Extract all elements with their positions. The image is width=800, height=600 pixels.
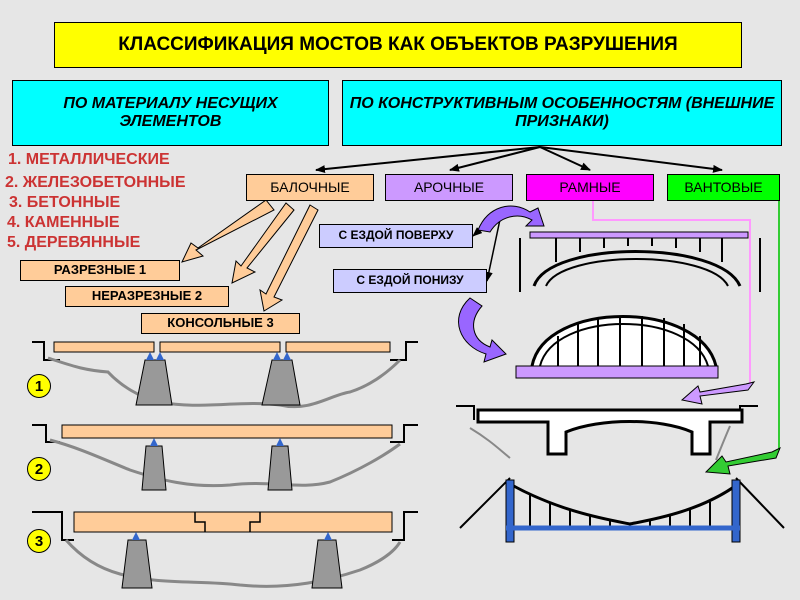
material-item-reinforced-concrete: 2. ЖЕЛЕЗОБЕТОННЫЕ	[5, 174, 186, 191]
type-arch: АРОЧНЫЕ	[385, 174, 513, 201]
type-frame: РАМНЫЕ	[526, 174, 654, 201]
bridge-diagram-3	[32, 511, 418, 589]
material-item-concrete: 3. БЕТОННЫЕ	[9, 194, 121, 211]
frame-bridge	[456, 405, 758, 461]
beam-to-subtype-arrows	[181, 199, 319, 312]
deck-position-bottom: С ЕЗДОЙ ПОНИЗУ	[333, 269, 487, 293]
material-item-wood: 5. ДЕРЕВЯННЫЕ	[7, 234, 141, 251]
arch-bottom-deck-bridge	[515, 315, 719, 379]
diagram-number-1: 1	[27, 374, 51, 398]
type-beam: БАЛОЧНЫЕ	[246, 174, 374, 201]
beam-subtype-continuous: НЕРАЗРЕЗНЫЕ 2	[65, 286, 229, 307]
page-title: КЛАССИФИКАЦИЯ МОСТОВ КАК ОБЪЕКТОВ РАЗРУШ…	[54, 22, 742, 68]
bridge-diagram-1	[32, 341, 418, 409]
cable-link-arrow	[704, 201, 781, 475]
diagram-number-2: 2	[27, 457, 51, 481]
material-item-stone: 4. КАМЕННЫЕ	[7, 214, 120, 231]
beam-subtype-cantilever: КОНСОЛЬНЫЕ 3	[141, 313, 300, 334]
arch-top-deck-bridge	[519, 231, 761, 292]
material-header: ПО МАТЕРИАЛУ НЕСУЩИХ ЭЛЕМЕНТОВ	[12, 80, 329, 146]
type-branch-arrows	[315, 146, 723, 174]
cable-stayed-bridge	[459, 477, 785, 543]
beam-subtype-simple: РАЗРЕЗНЫЕ 1	[20, 260, 180, 281]
structure-header: ПО КОНСТРУКТИВНЫМ ОСОБЕННОСТЯМ (ВНЕШНИЕ …	[342, 80, 782, 146]
diagram-number-3: 3	[27, 529, 51, 553]
frame-link-arrow	[592, 201, 756, 405]
deck-position-top: С ЕЗДОЙ ПОВЕРХУ	[319, 224, 473, 248]
material-item-metal: 1. МЕТАЛЛИЧЕСКИЕ	[8, 151, 170, 168]
bridge-diagram-2	[32, 424, 418, 491]
type-cable-stayed: ВАНТОВЫЕ	[667, 174, 780, 201]
deck-position-arrows	[458, 205, 545, 363]
